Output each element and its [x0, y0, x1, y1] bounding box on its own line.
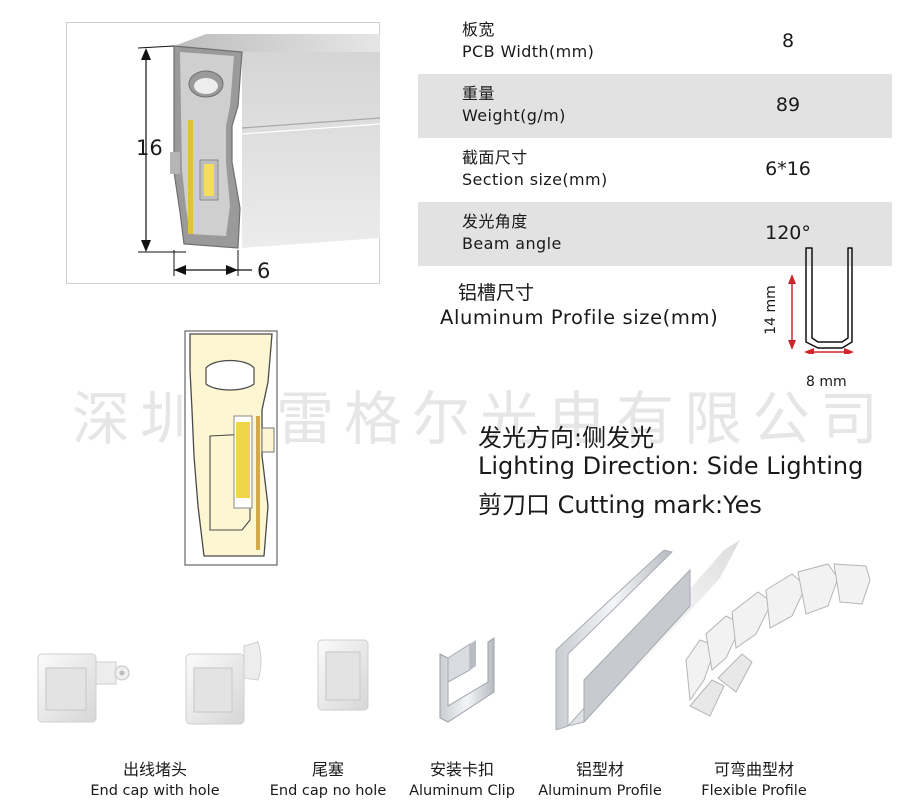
- profile-size-label-cn: 铝槽尺寸: [458, 282, 535, 304]
- accessory-label-cn-end-cap-no-hole: 尾塞: [311, 760, 345, 779]
- aluminum-clip-image: [439, 637, 495, 723]
- spec-label-en: Section size(mm): [462, 170, 608, 189]
- aluminum-profile-diagram: [788, 247, 854, 354]
- aluminum-profile-image: [555, 540, 740, 730]
- spec-value: 6*16: [765, 158, 811, 180]
- end-cap-no-hole-image: [317, 639, 369, 711]
- accessory-label-en-aluminum-clip: Aluminum Clip: [409, 783, 515, 799]
- spec-label-cn: 截面尺寸: [462, 148, 528, 167]
- spec-row-beam-angle: 发光角度 Beam angle 120°: [418, 202, 892, 266]
- spec-label-cn: 发光角度: [462, 212, 528, 231]
- cutting-mark: 剪刀口 Cutting mark:Yes: [478, 491, 762, 519]
- spec-row-weight: 重量 Weight(g/m) 89: [418, 74, 892, 138]
- accessory-label-en-end-cap-no-hole: End cap no hole: [269, 783, 387, 799]
- profile-width-label: 8 mm: [806, 374, 847, 390]
- spec-row-pcb-width: 板宽 PCB Width(mm) 8: [418, 10, 892, 74]
- dimension-diagram-frame: 16 6: [66, 22, 380, 284]
- spec-label-en: Beam angle: [462, 234, 562, 253]
- end-cap-with-hole-image: [37, 653, 130, 723]
- lighting-direction-cn: 发光方向:侧发光: [478, 424, 655, 452]
- spec-value: 120°: [765, 222, 811, 244]
- lighting-direction-en: Lighting Direction: Side Lighting: [478, 452, 864, 480]
- accessory-label-cn-flexible-profile: 可弯曲型材: [713, 760, 795, 779]
- end-cap-round-image: [185, 641, 262, 725]
- accessory-label-cn-aluminum-clip: 安装卡扣: [429, 760, 495, 779]
- accessory-label-en-flexible-profile: Flexible Profile: [701, 783, 807, 799]
- height-dimension-label: 16: [136, 136, 163, 160]
- spec-label-en: PCB Width(mm): [462, 42, 595, 61]
- spec-value: 8: [781, 30, 795, 52]
- flexible-profile-image: [685, 563, 871, 717]
- spec-label-cn: 重量: [462, 84, 495, 103]
- profile-size-label-en: Aluminum Profile size(mm): [440, 306, 719, 329]
- spec-label-cn: 板宽: [462, 20, 495, 39]
- accessory-label-en-aluminum-profile: Aluminum Profile: [538, 783, 662, 799]
- strip-3d-drawing: [137, 34, 380, 276]
- spec-row-section-size: 截面尺寸 Section size(mm) 6*16: [418, 138, 892, 202]
- spec-value: 89: [775, 94, 801, 116]
- accessory-label-cn-end-cap-with-hole: 出线堵头: [122, 760, 188, 779]
- strip-cross-section-glow: [184, 330, 278, 566]
- accessory-label-cn-aluminum-profile: 铝型材: [575, 760, 625, 779]
- profile-height-label: 14 mm: [763, 285, 779, 335]
- width-dimension-label: 6: [257, 259, 271, 283]
- spec-label-en: Weight(g/m): [462, 106, 566, 125]
- accessory-label-en-end-cap-with-hole: End cap with hole: [90, 783, 220, 799]
- accessories-images: [37, 540, 871, 730]
